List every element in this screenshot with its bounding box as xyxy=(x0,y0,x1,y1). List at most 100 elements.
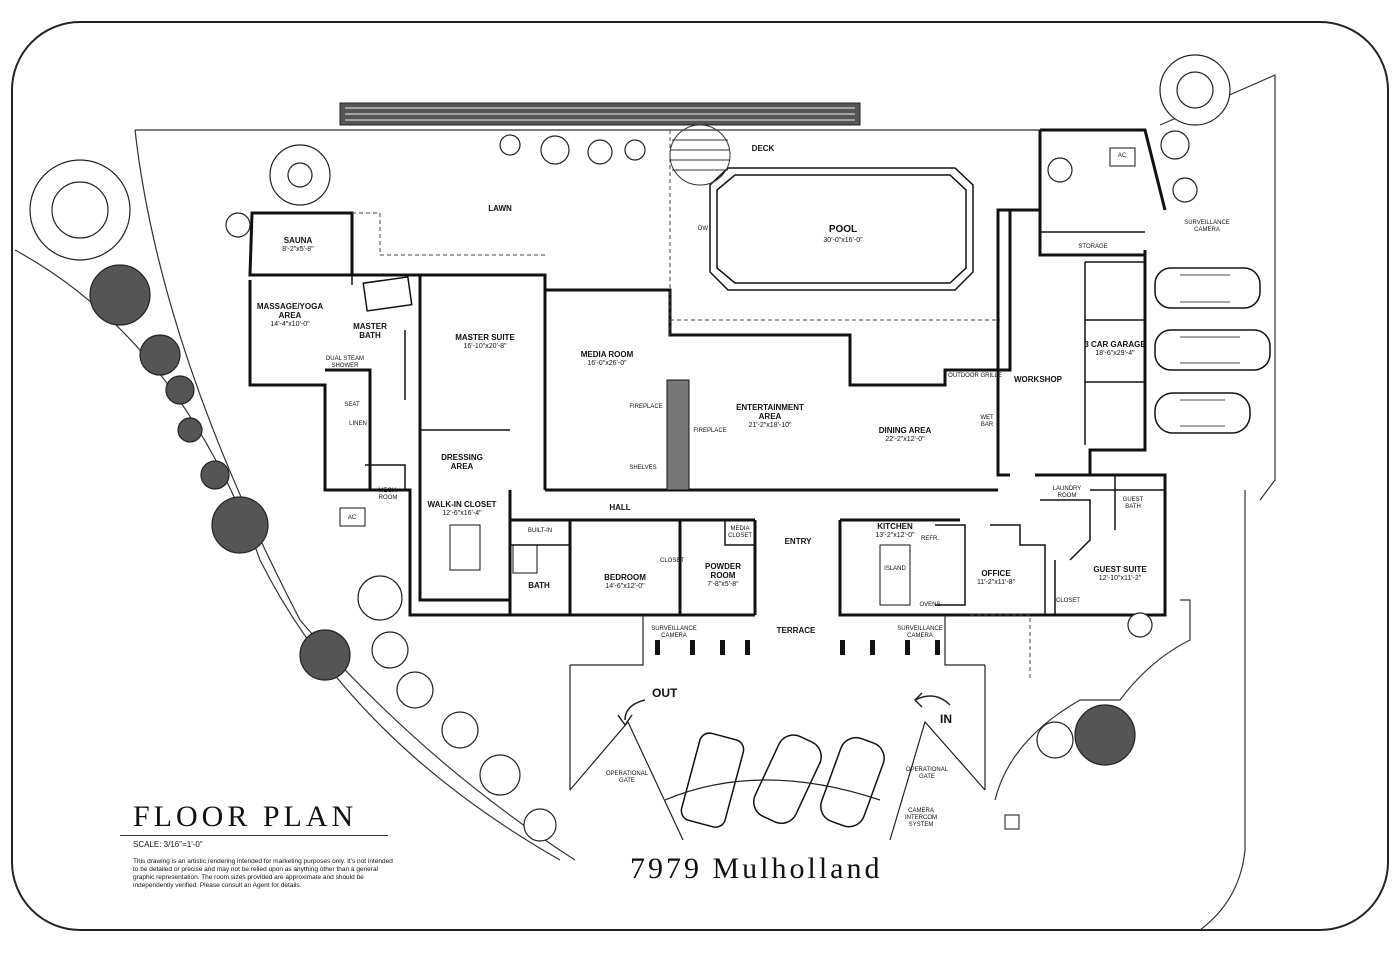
fireplace-label-1: FIREPLACE xyxy=(629,404,662,411)
room-hall: HALL xyxy=(609,503,630,512)
pool xyxy=(709,167,974,291)
room-name: ENTERTAINMENT AREA xyxy=(736,403,804,421)
room-dims: 16'-0"x26'-0" xyxy=(587,360,627,367)
room-powder: POWDER ROOM 7'-8"x5'-8" xyxy=(696,562,751,589)
room-master-suite: MASTER SUITE 16'-10"x20'-8" xyxy=(430,333,540,351)
room-name: ENTRY xyxy=(784,537,812,546)
in-label: IN xyxy=(940,712,952,726)
guest-bath-label: GUEST BATH xyxy=(1118,497,1148,511)
label-text: CLOSET xyxy=(1055,598,1081,604)
wet-bar-label: WET BAR xyxy=(977,415,997,429)
room-office: OFFICE 11'-2"x11'-8" xyxy=(977,569,1015,587)
label-text: SURVEILLANCE CAMERA xyxy=(651,626,697,639)
room-dressing: DRESSING AREA xyxy=(435,453,490,471)
label-text: OVENS xyxy=(919,602,941,608)
room-guest-suite: GUEST SUITE 12'-10"x11'-2" xyxy=(1085,565,1155,583)
area-terrace: TERRACE xyxy=(777,626,816,635)
closet-label-1: CLOSET xyxy=(660,558,684,565)
house-walls xyxy=(248,128,1167,617)
seat-label: SEAT xyxy=(344,402,359,409)
room-massage-yoga: MASSAGE/YOGA AREA 14'-4"x10'-0" xyxy=(245,302,335,329)
room-dims: 14'-6"x12'-0" xyxy=(605,583,645,590)
room-dims: 8'-2"x5'-8" xyxy=(282,246,314,253)
ac-left-label: AC xyxy=(348,515,356,522)
room-name: 3 CAR GARAGE xyxy=(1084,340,1146,349)
label-text: LAUNDRY ROOM xyxy=(1052,486,1082,499)
room-dims: 12'-10"x11'-2" xyxy=(1098,575,1142,582)
shelves-label: SHELVES xyxy=(629,465,656,472)
room-name: BEDROOM xyxy=(604,573,646,582)
room-dims: 7'-8"x5'-8" xyxy=(707,581,739,588)
label-text: AC xyxy=(1117,153,1127,159)
label-text: REFR. xyxy=(921,536,939,542)
room-name: BATH xyxy=(528,581,550,590)
media-closet-label: MEDIA CLOSET xyxy=(725,526,755,540)
landscape-plants xyxy=(29,54,1231,842)
room-name: DINING AREA xyxy=(878,426,932,435)
label-text: CLOSET xyxy=(659,558,685,564)
property-address: 7979 Mulholland xyxy=(630,852,883,885)
label-text: WET BAR xyxy=(980,415,994,428)
room-name: MASTER BATH xyxy=(353,322,387,340)
label-text: AC xyxy=(347,515,357,521)
ac-unit-left xyxy=(339,507,366,527)
room-workshop: WORKSHOP xyxy=(1014,375,1062,384)
room-name: MASTER SUITE xyxy=(455,333,515,342)
room-name: MASSAGE/YOGA AREA xyxy=(256,302,324,320)
room-dims: 30'-0"x16'-0" xyxy=(823,237,863,244)
area-pool: POOL 30'-0"x16'-0" xyxy=(823,224,862,246)
label-text: SHELVES xyxy=(629,465,657,471)
label-text: GUEST BATH xyxy=(1122,497,1144,510)
room-name: WORKSHOP xyxy=(1014,375,1062,384)
refr-label: REFR. xyxy=(921,536,939,543)
room-media: MEDIA ROOM 16'-0"x26'-0" xyxy=(567,350,647,368)
outdoor-grille-label: OUTDOOR GRILLE xyxy=(948,373,1002,380)
label-text: LINEN xyxy=(349,421,367,427)
room-dims: 18'-6"x29'-4" xyxy=(1095,350,1135,357)
room-dims: 11'-2"x11'-8" xyxy=(976,579,1016,586)
operational-gate-left: OPERATIONAL GATE xyxy=(602,771,652,785)
room-kitchen: KITCHEN 13'-2"x12'-0" xyxy=(875,522,914,540)
linen-label: LINEN xyxy=(349,421,367,428)
surveillance-camera-label-1: SURVEILLANCE CAMERA xyxy=(649,626,699,640)
drawing-title: FLOOR PLAN xyxy=(133,800,358,833)
label-text: FIREPLACE xyxy=(693,428,727,434)
dw-label: DW xyxy=(698,226,708,233)
drawing-disclaimer: This drawing is an artistic rendering in… xyxy=(133,858,393,889)
room-dining: DINING AREA 22'-2"x12'-0" xyxy=(860,426,950,444)
room-walkin-closet: WALK-IN CLOSET 12'-6"x16'-4" xyxy=(422,500,502,518)
terrace-posts xyxy=(655,640,940,655)
laundry-label: LAUNDRY ROOM xyxy=(1047,486,1087,500)
room-name: POOL xyxy=(828,224,858,235)
room-name: POWDER ROOM xyxy=(705,562,741,580)
bathtub xyxy=(362,276,413,312)
steam-shower-label: DUAL STEAM SHOWER xyxy=(320,356,370,370)
room-name: SAUNA xyxy=(283,236,313,245)
label-text: DW xyxy=(698,226,708,232)
intercom-box xyxy=(1004,814,1020,830)
room-dims: 12'-6"x16'-4" xyxy=(442,510,482,517)
direction-arrows xyxy=(617,692,951,727)
label-text: FIREPLACE xyxy=(629,404,663,410)
area-deck: DECK xyxy=(752,144,775,153)
room-name: OFFICE xyxy=(981,569,1011,578)
room-name: HALL xyxy=(609,503,631,512)
room-entertainment: ENTERTAINMENT AREA 21'-2"x18'-10" xyxy=(725,403,815,430)
room-name: DECK xyxy=(751,144,775,153)
room-dims: 22'-2"x12'-0" xyxy=(885,436,925,443)
walkin-island xyxy=(449,524,481,571)
room-name: LAWN xyxy=(488,204,512,213)
operational-gate-right: OPERATIONAL GATE xyxy=(902,767,952,781)
closet-label-2: CLOSET xyxy=(1056,598,1080,605)
room-name: GUEST SUITE xyxy=(1093,565,1147,574)
storage-label: STORAGE xyxy=(1078,244,1107,251)
out-label: OUT xyxy=(652,686,678,700)
label-text: BUILT-IN xyxy=(527,528,553,534)
surveillance-camera-label-3: SURVEILLANCE CAMERA xyxy=(1182,220,1232,234)
area-lawn: LAWN xyxy=(488,204,512,213)
ac-right-label: AC xyxy=(1118,153,1126,160)
label-text: OPERATIONAL GATE xyxy=(905,767,949,780)
sheet-border xyxy=(11,21,1389,931)
room-dims: 14'-4"x10'-0" xyxy=(270,321,310,328)
